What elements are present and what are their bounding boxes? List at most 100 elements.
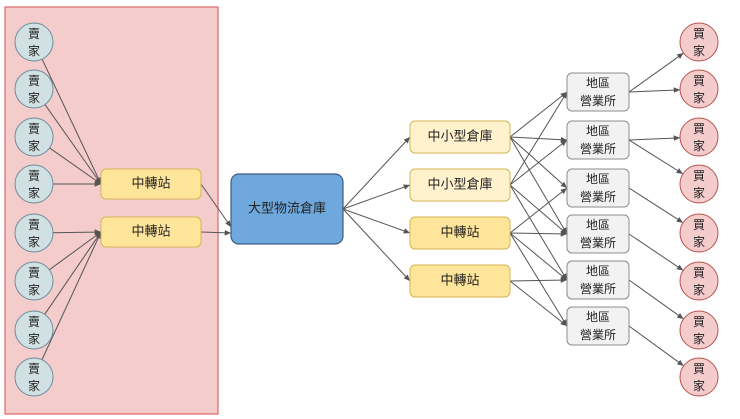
buyer-label-line2: 家 (693, 185, 705, 200)
flow-arrow (41, 231, 102, 360)
buyer-label-line2: 家 (693, 43, 705, 58)
flow-arrow (628, 52, 684, 93)
buyer-label-line1: 買 (693, 266, 705, 280)
seller-node: 賣家 (14, 164, 54, 204)
left-transfer-hub: 中轉站 (100, 216, 202, 248)
buyer-node: 買家 (679, 164, 719, 204)
seller-label-line2: 家 (28, 234, 40, 249)
right-node-label: 中小型倉庫 (427, 130, 492, 145)
right-node-label: 中小型倉庫 (427, 178, 492, 193)
seller-label-line2: 家 (28, 90, 40, 105)
buyer-node: 買家 (679, 22, 719, 62)
office-label-line2: 營業所 (580, 328, 616, 342)
flow-arrow (509, 280, 568, 327)
office-label-line1: 地區 (586, 264, 610, 278)
flow-arrow (628, 87, 681, 93)
left-transfer-hub: 中轉站 (100, 168, 202, 200)
office-label-line1: 地區 (586, 218, 610, 232)
buyer-label-line1: 買 (693, 315, 705, 329)
flow-arrow (628, 135, 681, 141)
seller-node: 賣家 (14, 22, 54, 62)
buyer-label-line2: 家 (693, 378, 705, 393)
right-transfer-hub: 中轉站 (409, 264, 511, 298)
mid-warehouse-node: 中小型倉庫 (409, 120, 511, 154)
flow-arrow (509, 184, 568, 235)
seller-node: 賣家 (14, 357, 54, 397)
flow-arrow (509, 232, 568, 281)
office-label-line1: 地區 (586, 172, 610, 186)
flow-arrow (44, 231, 102, 315)
seller-label-line1: 賣 (28, 73, 40, 88)
flow-arrow (342, 208, 411, 234)
seller-label-line2: 家 (28, 43, 40, 58)
flow-arrow (509, 184, 568, 281)
flow-arrow (200, 183, 232, 228)
seller-label-line1: 賣 (28, 314, 40, 329)
office-label-line2: 營業所 (580, 94, 616, 108)
flow-arrow (49, 231, 102, 271)
seller-node: 賣家 (14, 261, 54, 301)
seller-node: 賣家 (14, 213, 54, 253)
seller-node: 賣家 (14, 69, 54, 109)
office-label-line2: 營業所 (580, 190, 616, 204)
flow-arrow (509, 187, 568, 234)
flow-arrow (41, 58, 102, 185)
seller-node: 賣家 (14, 117, 54, 157)
left-hub-label: 中轉站 (131, 225, 170, 240)
warehouse-label: 大型物流倉庫 (248, 202, 326, 217)
buyer-label-line1: 買 (693, 169, 705, 183)
seller-label-line2: 家 (28, 331, 40, 346)
flow-arrow (509, 91, 568, 186)
seller-region (4, 6, 219, 415)
seller-label-line1: 賣 (28, 168, 40, 183)
flow-arrow (509, 136, 568, 235)
flow-arrow (628, 187, 684, 224)
flow-arrow (509, 91, 568, 138)
left-hub-label: 中轉站 (131, 177, 170, 192)
flow-arrow (509, 232, 568, 327)
flow-arrow (509, 139, 568, 186)
flow-arrow (628, 139, 684, 175)
flow-arrow (509, 231, 568, 237)
buyer-node: 買家 (679, 117, 719, 157)
buyer-label-line2: 家 (693, 90, 705, 105)
office-label-line1: 地區 (586, 124, 610, 138)
office-label-line2: 營業所 (580, 142, 616, 156)
seller-label-line2: 家 (28, 282, 40, 297)
seller-label-line2: 家 (28, 378, 40, 393)
seller-label-line1: 賣 (28, 121, 40, 136)
flow-arrow (509, 277, 568, 283)
buyer-label-line1: 買 (693, 218, 705, 232)
buyer-node: 買家 (679, 213, 719, 253)
flow-arrow (200, 229, 232, 236)
mid-warehouse-node: 中小型倉庫 (409, 168, 511, 202)
right-node-label: 中轉站 (440, 226, 479, 241)
buyer-node: 買家 (679, 357, 719, 397)
flow-arrow (342, 208, 411, 282)
seller-node: 賣家 (14, 310, 54, 350)
seller-label-line1: 賣 (28, 265, 40, 280)
buyer-label-line2: 家 (693, 282, 705, 297)
flow-arrow (342, 136, 411, 210)
large-logistics-warehouse: 大型物流倉庫 (230, 173, 344, 245)
buyer-node: 買家 (679, 69, 719, 109)
flow-arrow (342, 184, 411, 210)
buyer-label-line2: 家 (693, 331, 705, 346)
buyer-label-line1: 買 (693, 74, 705, 88)
buyer-node: 買家 (679, 261, 719, 301)
buyer-label-line2: 家 (693, 234, 705, 249)
right-transfer-hub: 中轉站 (409, 216, 511, 250)
office-label-line2: 營業所 (580, 282, 616, 296)
office-label-line1: 地區 (586, 310, 610, 324)
flow-arrow (52, 229, 102, 235)
seller-label-line1: 賣 (28, 26, 40, 41)
flow-arrow (44, 104, 102, 185)
flow-arrow (628, 279, 684, 320)
